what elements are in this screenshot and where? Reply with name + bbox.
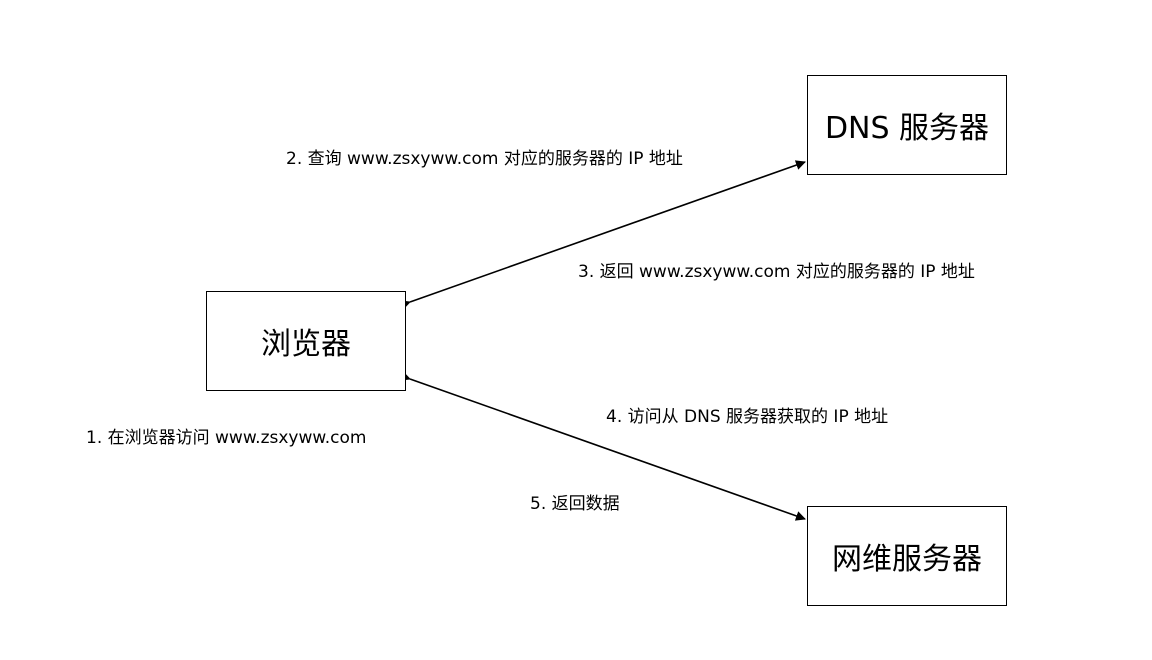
web-server-node: 网维服务器	[807, 506, 1007, 606]
web-server-label: 网维服务器	[832, 542, 982, 577]
step-5-label: 5. 返回数据	[530, 494, 620, 514]
step-1-label: 1. 在浏览器访问 www.zsxyww.com	[86, 428, 367, 448]
browser-node: 浏览器	[206, 291, 406, 391]
step-3-label: 3. 返回 www.zsxyww.com 对应的服务器的 IP 地址	[578, 262, 975, 282]
browser-label: 浏览器	[261, 327, 351, 362]
step-2-label: 2. 查询 www.zsxyww.com 对应的服务器的 IP 地址	[286, 149, 683, 169]
step-4-label: 4. 访问从 DNS 服务器获取的 IP 地址	[606, 407, 889, 427]
edge-browser-dns	[399, 160, 806, 310]
dns-server-node: DNS 服务器	[807, 75, 1007, 175]
dns-server-label: DNS 服务器	[824, 111, 990, 146]
edge-browser-web	[399, 371, 806, 521]
